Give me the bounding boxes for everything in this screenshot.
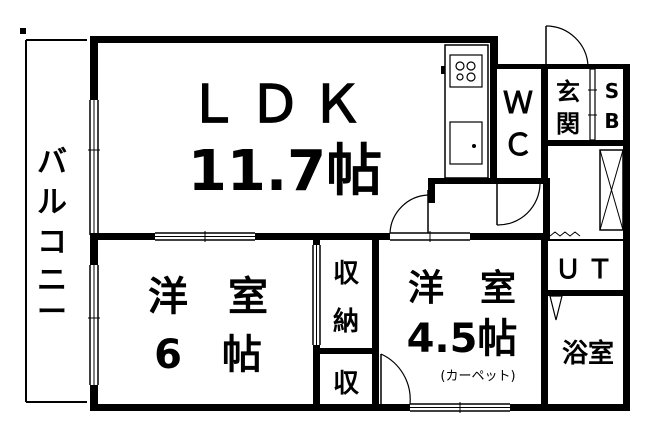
wc-door	[496, 183, 541, 226]
balcony-label-4: ニ	[37, 263, 67, 298]
storage-door-upper	[312, 245, 321, 345]
entrance-label-2: 関	[556, 110, 580, 138]
storage-lower-label: 収	[333, 369, 360, 399]
ldk-label: ＬＤＫ	[187, 75, 373, 135]
balcony: バ ル コ ニ ー	[20, 28, 87, 403]
room6-label: 洋 室	[148, 274, 268, 320]
sb-label-1: S	[605, 79, 619, 103]
storage-upper-label-1: 収	[333, 259, 360, 289]
closet	[599, 149, 624, 231]
room45-size: 4.5帖	[407, 316, 518, 362]
balcony-label-3: コ	[37, 225, 67, 260]
storage-door-lower-swing	[379, 353, 411, 405]
wc-label-2: Ｃ	[503, 128, 533, 163]
room6-window	[88, 265, 100, 385]
ut-top	[548, 231, 623, 241]
room6-size: 6 帖	[154, 332, 262, 378]
balcony-label-2: ル	[37, 185, 67, 220]
sliding-door-room45-bottom	[410, 402, 510, 413]
bath-door	[549, 295, 563, 321]
ldk-corridor-door	[389, 190, 429, 234]
sliding-door-ldk-room6	[155, 231, 255, 242]
wc-label-1: Ｗ	[503, 86, 533, 121]
ldk-size: 11.7帖	[188, 139, 382, 204]
shoe-box	[588, 68, 597, 141]
entrance-label-1: 玄	[556, 78, 580, 106]
room45-label: 洋 室	[408, 268, 516, 309]
kitchen-counter	[441, 44, 489, 179]
storage-upper-label-2: 納	[333, 306, 359, 337]
ut-label: ＵＴ	[555, 255, 619, 285]
balcony-label-5: ー	[37, 295, 67, 330]
room45-note: (カーペット)	[440, 369, 515, 384]
sb-label-2: B	[604, 109, 619, 133]
entrance-door	[545, 25, 589, 68]
ldk-window	[88, 100, 100, 235]
balcony-label-1: バ	[37, 145, 67, 180]
bathroom-label: 浴室	[562, 338, 614, 369]
